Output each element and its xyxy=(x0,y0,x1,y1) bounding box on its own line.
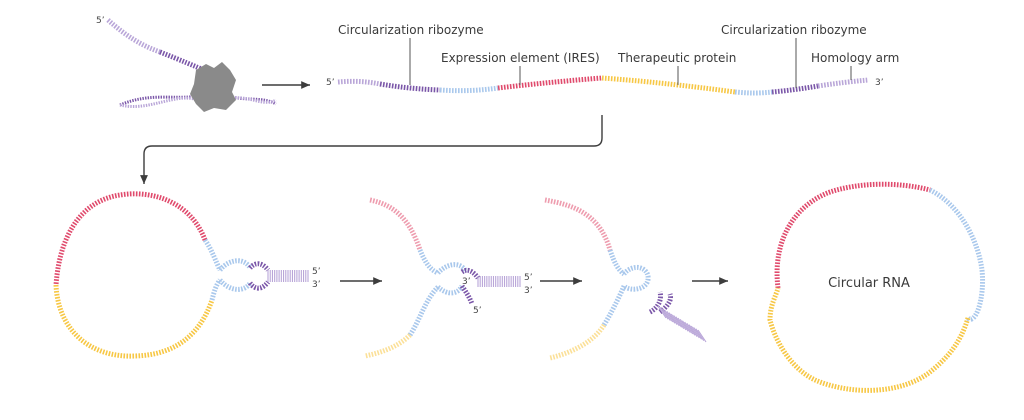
step1-seg-yellow xyxy=(53,284,215,359)
step2-ribozyme-b xyxy=(459,284,475,305)
stem-rung xyxy=(659,307,669,320)
step2-3prime-label: 3’ xyxy=(524,286,533,296)
step3-loop xyxy=(622,265,651,292)
stem-rung xyxy=(657,305,667,319)
step1-5prime-label: 5’ xyxy=(312,267,321,277)
step2-seg-blue-bottom xyxy=(407,285,440,337)
linear-seg-ribozyme-right xyxy=(771,83,819,95)
step2-5prime-label: 5’ xyxy=(524,273,533,283)
label-ribozyme-left: Circularization ribozyme xyxy=(338,23,484,37)
dna-helix-left xyxy=(119,94,199,107)
linear-seg-blue-left xyxy=(439,85,499,94)
step1-folded-precursor: 5’ 3’ xyxy=(53,191,321,359)
label-ribozyme-right: Circularization ribozyme xyxy=(721,23,867,37)
stem-rung xyxy=(684,321,694,335)
linear-seg-protein xyxy=(601,75,736,95)
step1-seg-blue-top xyxy=(202,238,223,272)
step3-released-stem xyxy=(657,305,707,343)
step3-release xyxy=(544,197,707,361)
stem-rung xyxy=(675,316,685,329)
step1-3prime-label: 3’ xyxy=(312,280,321,290)
stem-rung xyxy=(681,320,691,333)
stem-rung xyxy=(695,328,705,341)
step2-5prime-inner: 5’ xyxy=(473,306,482,316)
step1-ribozyme-bottom xyxy=(247,280,270,291)
stem-rung xyxy=(690,325,700,339)
circular-seg-yellow xyxy=(767,287,971,393)
stem-rung xyxy=(670,313,680,327)
circular-seg-red xyxy=(774,181,931,289)
stem-rung xyxy=(661,308,671,321)
linear-seg-lavender-left xyxy=(337,78,381,87)
linear-seg-ribozyme-left xyxy=(379,81,441,93)
arrow-folding-connector xyxy=(140,115,603,184)
step2-loop-top xyxy=(436,262,469,275)
dna-strand-lavender xyxy=(106,18,161,55)
circular-rna: Circular RNA xyxy=(767,181,986,393)
step1-duplex-stem xyxy=(267,270,309,282)
linear-rna-group: 5’ 3’ Circularization ribozyme Expressio… xyxy=(326,23,899,96)
stem-rung xyxy=(686,323,696,336)
step2-seg-red xyxy=(369,197,423,251)
step3-seg-red xyxy=(544,197,613,251)
label-protein: Therapeutic protein xyxy=(617,51,736,65)
linear-seg-homology xyxy=(817,77,869,89)
linear-3prime-label: 3’ xyxy=(875,78,884,88)
stem-rung xyxy=(679,319,689,332)
linear-seg-ires xyxy=(497,75,603,91)
stem-rung xyxy=(668,312,678,325)
stem-rung xyxy=(688,324,698,337)
step2-loop-bottom xyxy=(436,284,465,296)
polymerase-enzyme-icon xyxy=(190,62,236,112)
circular-seg-blue xyxy=(928,187,986,322)
label-ires: Expression element (IRES) xyxy=(441,51,600,65)
linear-seg-blue-right xyxy=(734,89,773,96)
step2-3prime-inner: 3’ xyxy=(462,277,471,287)
linear-5prime-label: 5’ xyxy=(326,78,335,88)
step1-loop-blue-top xyxy=(218,258,253,272)
label-homology: Homology arm xyxy=(811,51,899,65)
circular-rna-label: Circular RNA xyxy=(828,276,910,291)
stem-rung xyxy=(697,329,707,343)
step3-seg-blue-top xyxy=(607,249,626,277)
step3-seg-blue-bottom xyxy=(601,285,627,327)
step3-seg-yellow xyxy=(549,323,607,361)
step1-seg-red xyxy=(53,191,208,286)
stem-rung xyxy=(664,309,674,323)
step3-released-ribozyme-b xyxy=(658,293,673,314)
step1-loop-blue-bottom xyxy=(218,278,253,292)
dna-template-group: 5’ xyxy=(96,16,277,112)
dna-helix-left-b xyxy=(119,96,199,108)
step1-seg-blue-bottom xyxy=(209,278,223,301)
stem-rung xyxy=(673,315,683,328)
step3-released-ribozyme-a xyxy=(648,291,663,315)
stem-rung xyxy=(666,311,676,324)
stem-rung xyxy=(693,327,703,340)
dna-5prime-label: 5’ xyxy=(96,16,105,26)
step2-duplex-stem xyxy=(477,276,521,287)
step2-seg-blue-top xyxy=(417,249,440,276)
step2-seg-yellow xyxy=(364,333,412,359)
stem-rung xyxy=(677,317,687,331)
step2-ribozyme-a xyxy=(460,267,481,280)
step2-splicing: 3’ 5’ 5’ 3’ xyxy=(364,197,533,359)
step1-ribozyme-top xyxy=(248,261,270,272)
